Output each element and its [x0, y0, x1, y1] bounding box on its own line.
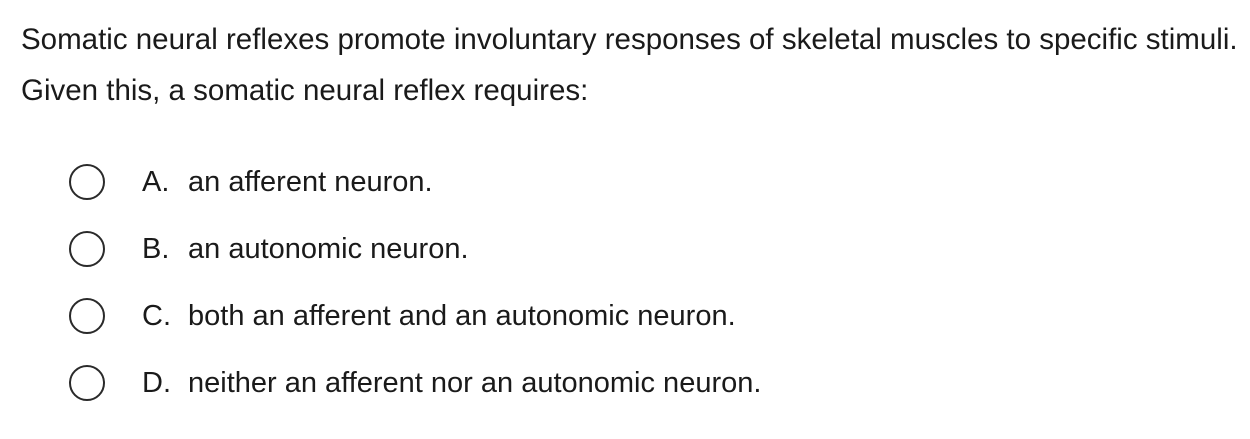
choice-c-text: both an afferent and an autonomic neuron…	[188, 299, 736, 332]
choice-c-label: C. both an afferent and an autonomic neur…	[142, 300, 736, 333]
choice-b-label: B. an autonomic neuron.	[142, 233, 469, 266]
choice-d-text: neither an afferent nor an autonomic neu…	[188, 366, 762, 399]
radio-button-d[interactable]	[69, 365, 105, 401]
choice-d-label: D. neither an afferent nor an autonomic n…	[142, 367, 761, 400]
radio-button-c[interactable]	[69, 298, 105, 334]
choice-b-text: an autonomic neuron.	[188, 232, 469, 265]
choice-d-letter: D.	[142, 366, 171, 399]
choice-b-letter: B.	[142, 232, 170, 265]
choice-a-label: A. an afferent neuron.	[142, 166, 433, 199]
choice-a-letter: A.	[142, 165, 170, 198]
choice-c[interactable]: C. both an afferent and an autonomic neur…	[69, 294, 736, 338]
radio-button-b[interactable]	[69, 231, 105, 267]
radio-button-a[interactable]	[69, 164, 105, 200]
choice-a-text: an afferent neuron.	[188, 165, 433, 198]
choice-c-letter: C.	[142, 299, 171, 332]
choice-d[interactable]: D. neither an afferent nor an autonomic n…	[69, 361, 761, 405]
choice-a[interactable]: A. an afferent neuron.	[69, 160, 433, 204]
answer-choices: A. an afferent neuron. B. an autonomic neu…	[69, 0, 1169, 439]
question-text: Somatic neural reflexes promote involunt…	[21, 23, 1238, 107]
choice-b[interactable]: B. an autonomic neuron.	[69, 227, 469, 271]
